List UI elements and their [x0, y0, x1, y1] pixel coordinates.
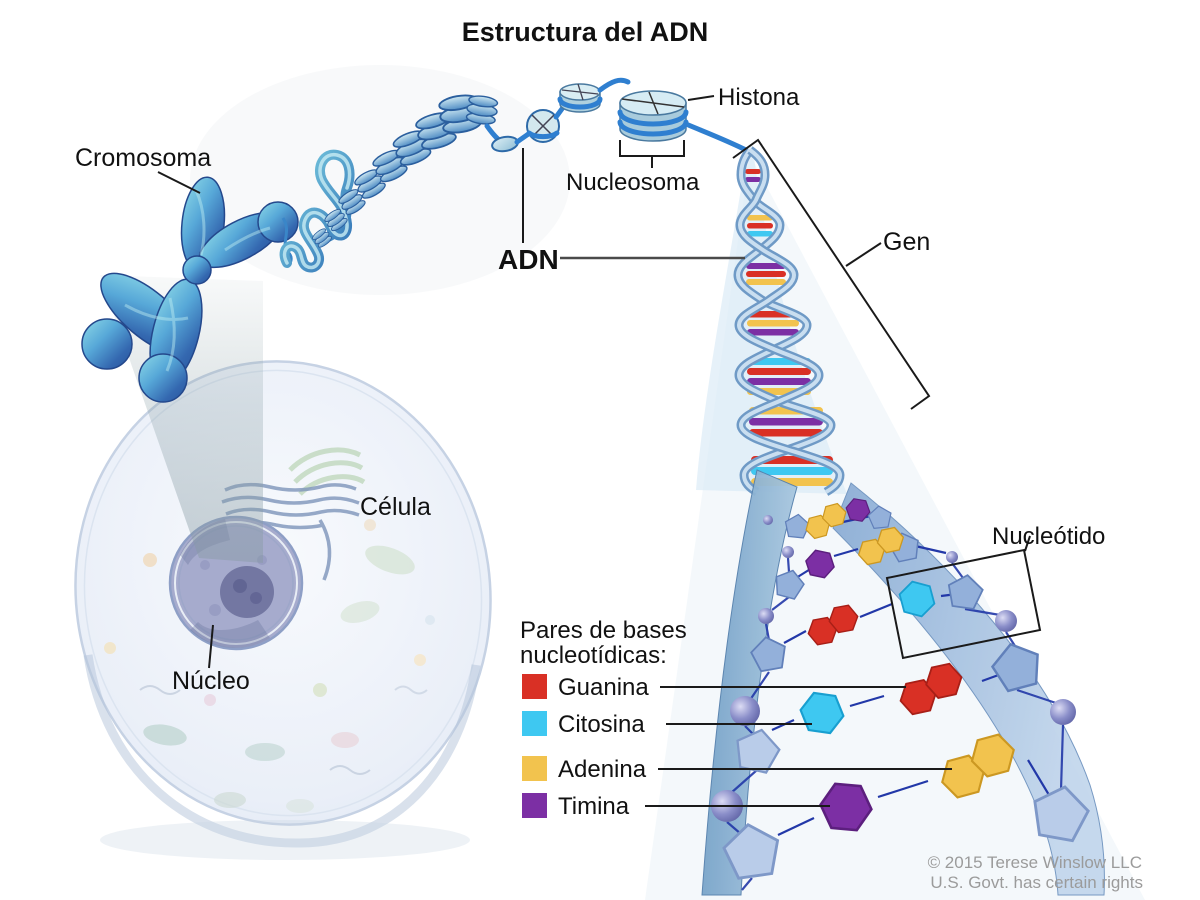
nucleotido-box [885, 548, 1042, 660]
zoom-beam [100, 275, 263, 563]
label-nucleosoma: Nucleosoma [566, 169, 700, 196]
legend-heading-line1: Pares de bases [520, 617, 687, 644]
legend-label-guanina: Guanina [558, 674, 649, 701]
label-celula: Célula [360, 493, 431, 521]
nucleosoma-bracket [619, 140, 685, 168]
nucleotido-pointer-line [1024, 535, 1031, 552]
label-histona: Histona [718, 84, 800, 111]
gen-pointer-line [845, 242, 882, 267]
legend-label-timina: Timina [558, 793, 630, 820]
label-nucleotido: Nucleótido [992, 523, 1105, 550]
adenina-swatch [522, 756, 547, 781]
copyright-line1: © 2015 Terese Winslow LLC [928, 853, 1142, 872]
right-backbone-ribbon [832, 482, 1105, 896]
copyright-line2: U.S. Govt. has certain rights [930, 873, 1143, 892]
nucleosome-chain [484, 77, 749, 153]
chromatin-ribbon [279, 149, 355, 273]
histone-disc [617, 90, 689, 142]
small-histone-disc [557, 83, 603, 113]
cell-illustration [74, 360, 492, 860]
label-adn: ADN [498, 244, 559, 275]
page-title: Estructura del ADN [462, 17, 709, 47]
gen-bracket [732, 138, 931, 410]
dna-double-helix [733, 146, 845, 496]
dna-ladder-zoom [701, 469, 1105, 896]
annotation-lines [157, 95, 1042, 669]
citosina-swatch [522, 711, 547, 736]
label-cromosoma: Cromosoma [75, 144, 211, 172]
timina-swatch [522, 793, 547, 818]
organelles [104, 519, 435, 813]
nucleo-pointer-line [208, 624, 214, 669]
left-backbone-ribbon [701, 469, 798, 896]
label-gen: Gen [883, 228, 930, 256]
guanina-swatch [522, 674, 547, 699]
legend-label-adenina: Adenina [558, 756, 647, 783]
label-nucleo: Núcleo [172, 667, 250, 695]
legend-heading-line2: nucleotídicas: [520, 642, 667, 669]
base-pair-legend: Pares de bases nucleotídicas: Guanina Ci… [520, 617, 952, 820]
chromosome-illustration [81, 176, 299, 403]
legend-label-citosina: Citosina [558, 711, 645, 738]
histona-pointer-line [687, 95, 715, 101]
cromosoma-pointer-line [157, 171, 201, 194]
